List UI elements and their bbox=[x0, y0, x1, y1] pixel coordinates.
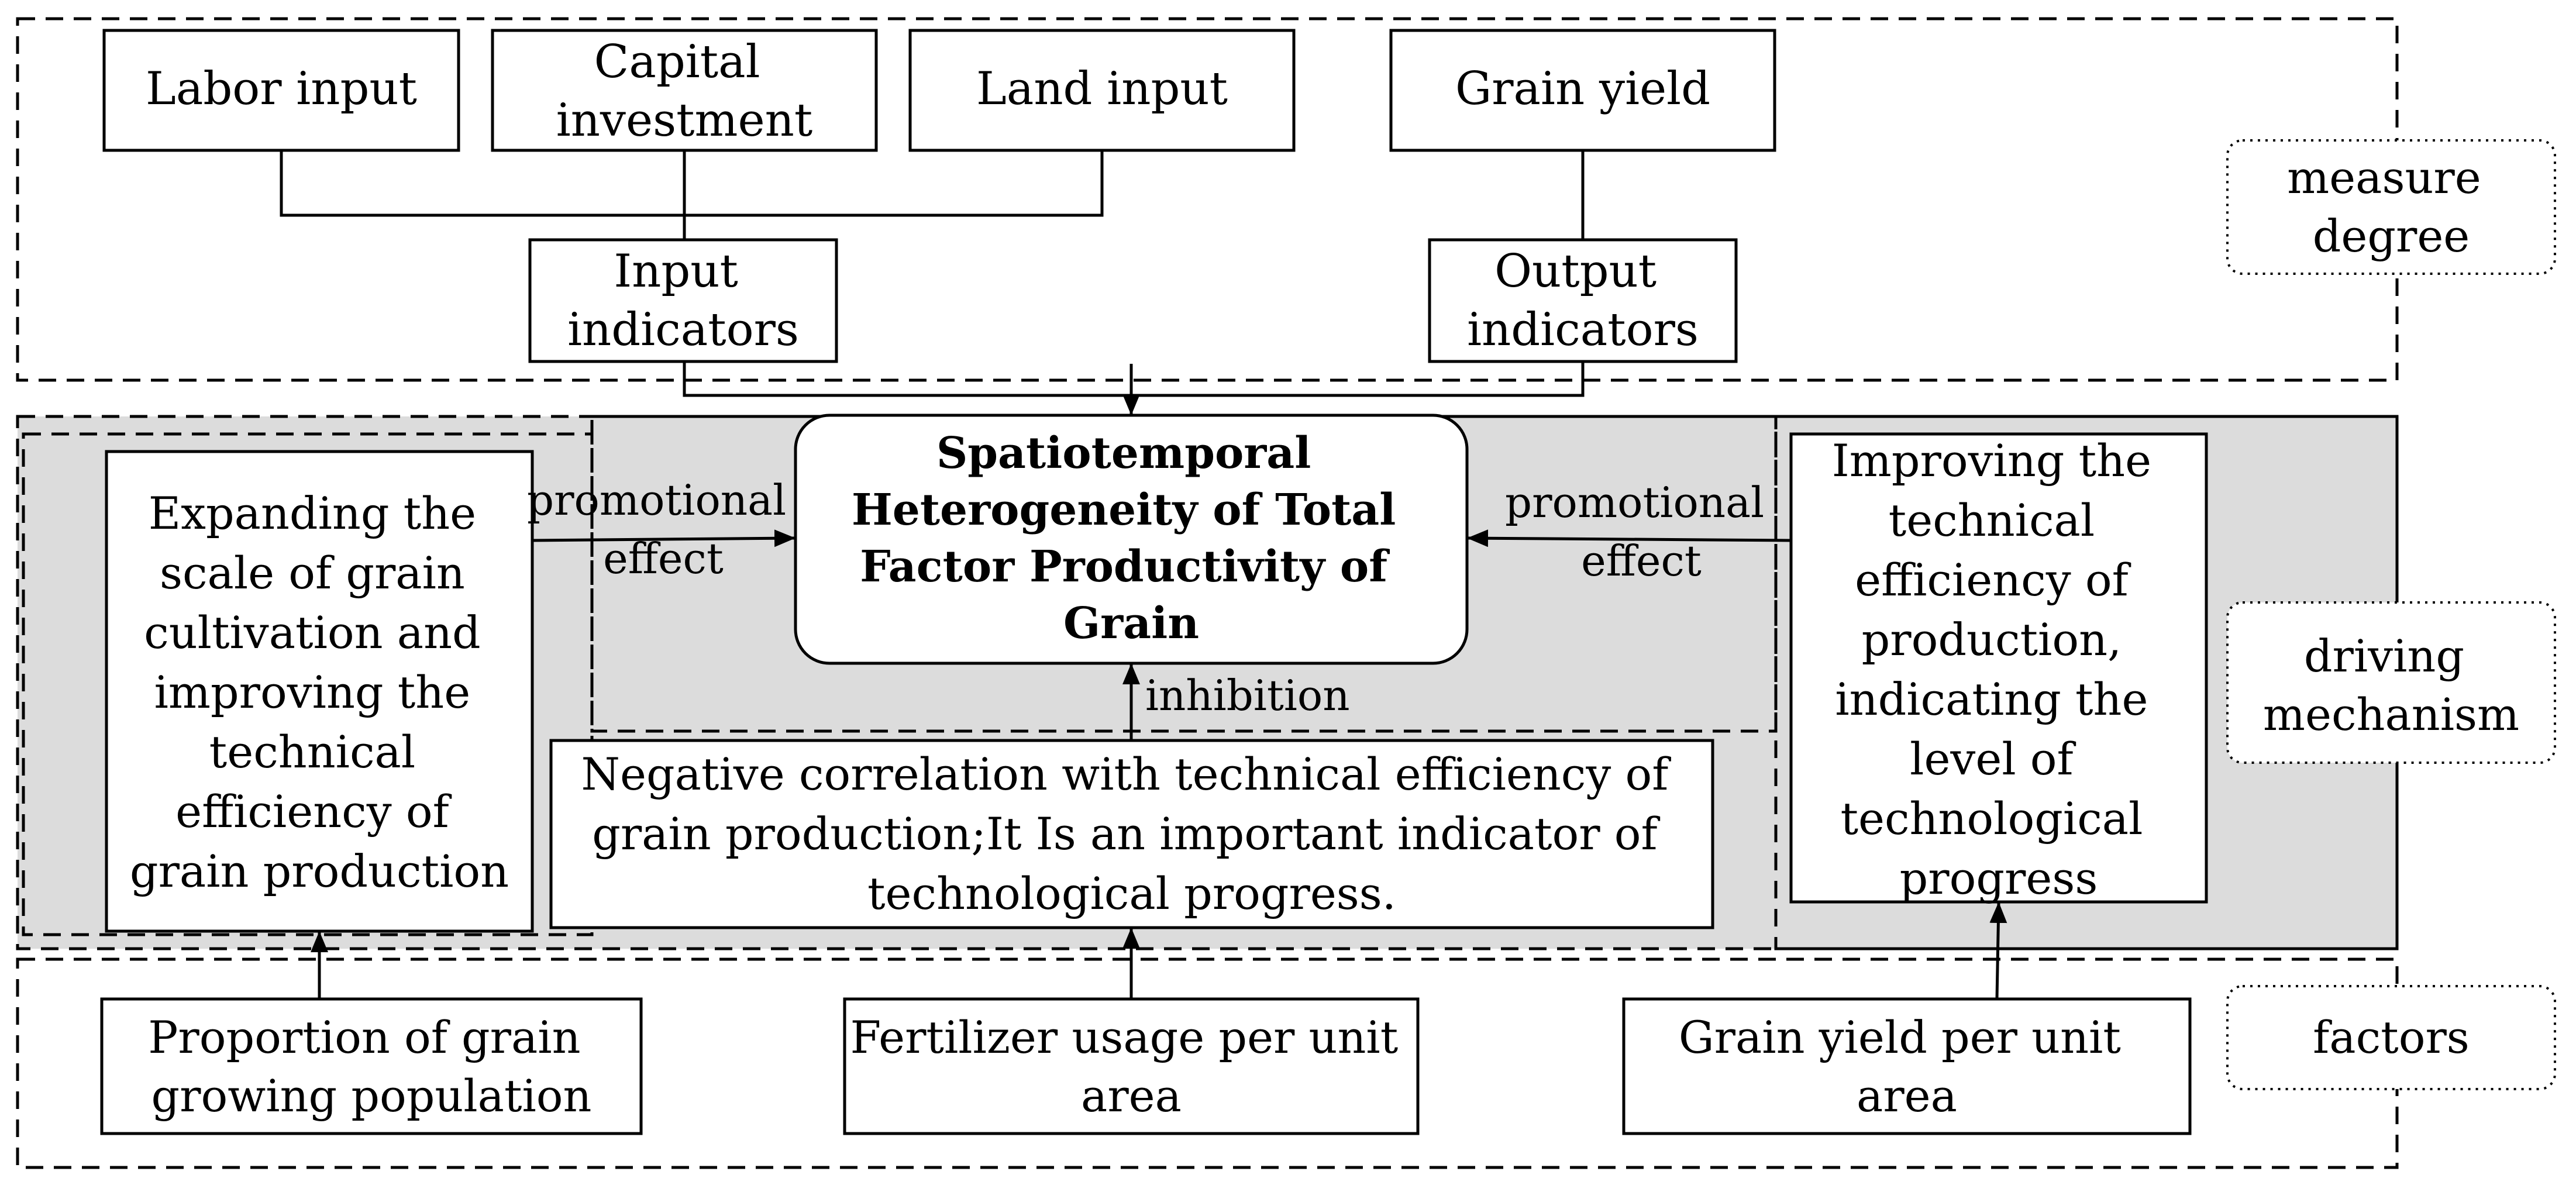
middle-mechanism-text: Negative correlation with technical effi… bbox=[581, 748, 1682, 919]
right-mechanism-box bbox=[1789, 432, 2208, 904]
factor-left-box bbox=[100, 997, 643, 1135]
left-mechanism-text: Expanding the scale of grain cultivation… bbox=[130, 487, 509, 897]
factor-middle-text: Fertilizer usage per unit area bbox=[850, 1011, 1413, 1122]
middle-mechanism-box bbox=[549, 739, 1714, 929]
factor-left-text: Proportion of grain growing population bbox=[148, 1011, 594, 1122]
measure-degree-tag bbox=[2226, 139, 2556, 275]
factor-right-arrow bbox=[1989, 902, 2007, 1000]
grain-yield-label: Grain yield bbox=[1455, 63, 1710, 115]
indicators-merge-connector bbox=[683, 361, 1585, 397]
capital-investment-label: Capital investment bbox=[556, 36, 812, 147]
center-tfp-title: Spatiotemporal Heterogeneity of Total Fa… bbox=[852, 428, 1411, 649]
input-indicators-label: Input indicators bbox=[567, 245, 799, 356]
land-input-label: Land input bbox=[976, 63, 1228, 115]
output-indicators-label: Output indicators bbox=[1467, 245, 1699, 356]
driving-mechanism-tag bbox=[2226, 601, 2556, 764]
right-promotional-label: promotional effect bbox=[1505, 478, 1778, 585]
factor-right-text: Grain yield per unit area bbox=[1679, 1011, 2135, 1122]
labor-input-label: Labor input bbox=[146, 63, 417, 115]
labor-input-box bbox=[102, 29, 460, 152]
land-input-box bbox=[908, 29, 1296, 152]
right-promotional-arrow bbox=[1467, 529, 1792, 547]
input-bracket-connector bbox=[280, 150, 1104, 240]
right-mechanism-text: Improving the technical efficiency of pr… bbox=[1832, 435, 2165, 904]
left-promotional-label: promotional effect bbox=[527, 476, 800, 583]
input-indicators-box bbox=[528, 238, 838, 363]
measure-degree-label: measure degree bbox=[2287, 151, 2495, 262]
factors-tag bbox=[2226, 985, 2556, 1090]
factors-label: factors bbox=[2313, 1011, 2470, 1063]
left-promotional-arrow bbox=[532, 529, 795, 547]
factor-middle-box bbox=[843, 997, 1420, 1135]
grain-yield-box bbox=[1389, 29, 1776, 152]
inhibition-label: inhibition bbox=[1145, 671, 1350, 720]
factor-right-box bbox=[1622, 997, 2192, 1135]
output-indicators-box bbox=[1428, 238, 1738, 363]
driving-mechanism-label: driving mechanism bbox=[2263, 630, 2519, 740]
capital-investment-box bbox=[491, 29, 878, 152]
left-mechanism-box bbox=[105, 450, 534, 933]
